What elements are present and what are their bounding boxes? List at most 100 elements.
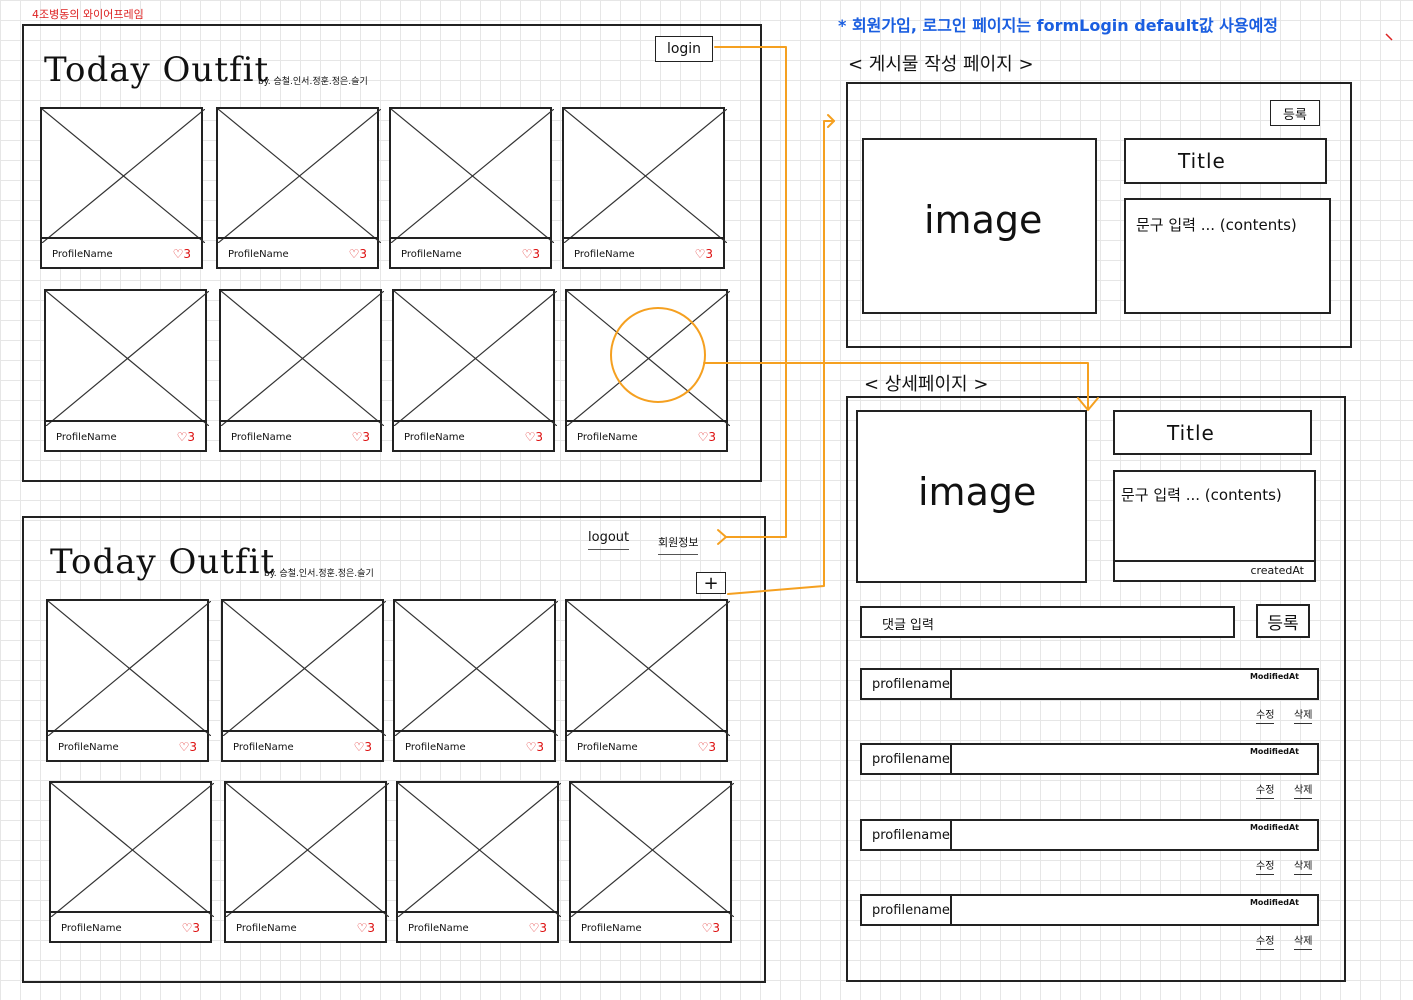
add-post-button[interactable]: +: [696, 572, 726, 594]
card-like-count[interactable]: ♡3: [697, 430, 716, 444]
comment-edit-button[interactable]: 수정: [1256, 781, 1275, 799]
card-like-count[interactable]: ♡3: [353, 740, 372, 754]
post-card[interactable]: ProfileName♡3: [389, 107, 554, 269]
comment-edit-button[interactable]: 수정: [1256, 857, 1275, 875]
logged-in-page-frame: [22, 516, 766, 983]
post-card[interactable]: ProfileName♡3: [216, 107, 381, 269]
card-profile-name: ProfileName: [61, 923, 122, 934]
write-register-button[interactable]: 등록: [1270, 100, 1320, 126]
card-like-count[interactable]: ♡3: [694, 247, 713, 261]
write-contents-label: 문구 입력 ... (contents): [1136, 216, 1297, 234]
card-like-count[interactable]: ♡3: [348, 247, 367, 261]
image-placeholder-icon: [571, 783, 734, 917]
comment-input[interactable]: 댓글 입력: [860, 606, 1235, 638]
comment-delete-button[interactable]: 삭제: [1294, 932, 1313, 950]
card-like-count[interactable]: ♡3: [524, 430, 543, 444]
image-placeholder-icon: [218, 109, 381, 243]
detail-page-heading: < 상세페이지 >: [864, 374, 989, 395]
image-placeholder-icon: [395, 601, 558, 736]
image-placeholder-icon: [394, 291, 557, 426]
detail-created-at-bar: createdAt: [1115, 560, 1314, 580]
card-footer: ProfileName♡3: [564, 237, 723, 267]
card-footer: ProfileName♡3: [391, 237, 550, 267]
card-like-count[interactable]: ♡3: [178, 740, 197, 754]
card-like-count[interactable]: ♡3: [528, 921, 547, 935]
card-footer: ProfileName♡3: [398, 911, 557, 941]
card-profile-name: ProfileName: [56, 432, 117, 443]
detail-image: image: [856, 410, 1087, 583]
write-image-upload[interactable]: image: [862, 138, 1097, 314]
card-profile-name: ProfileName: [52, 249, 113, 260]
comment-edit-button[interactable]: 수정: [1256, 932, 1275, 950]
post-card[interactable]: ProfileName ♡3: [40, 107, 205, 269]
image-placeholder-icon: [221, 291, 384, 426]
post-card[interactable]: ProfileName♡3: [565, 599, 730, 762]
card-like-count[interactable]: ♡3: [521, 247, 540, 261]
comment-delete-button[interactable]: 삭제: [1294, 857, 1313, 875]
card-like-count[interactable]: ♡3: [172, 247, 191, 261]
comment-input-placeholder: 댓글 입력: [882, 618, 934, 633]
logout-button[interactable]: logout: [588, 530, 630, 550]
stray-mark: [1385, 33, 1393, 41]
comment-delete-button[interactable]: 삭제: [1294, 706, 1313, 724]
card-like-count[interactable]: ♡3: [701, 921, 720, 935]
card-profile-name: ProfileName: [231, 432, 292, 443]
card-profile-name: ProfileName: [404, 432, 465, 443]
write-title-input[interactable]: Title: [1124, 138, 1327, 184]
comment-profile-name: profilename: [862, 821, 952, 849]
comment-delete-button[interactable]: 삭제: [1294, 781, 1313, 799]
comment-modified-at: ModifiedAt: [1249, 747, 1299, 756]
card-footer: ProfileName♡3: [395, 730, 554, 760]
post-card[interactable]: ProfileName ♡3: [219, 289, 384, 452]
card-like-count[interactable]: ♡3: [181, 921, 200, 935]
post-card[interactable]: ProfileName ♡3: [49, 781, 214, 943]
image-placeholder-icon: [42, 109, 205, 243]
post-card[interactable]: ProfileName♡3: [565, 289, 730, 452]
card-like-count[interactable]: ♡3: [697, 740, 716, 754]
card-like-count[interactable]: ♡3: [351, 430, 370, 444]
write-contents-input[interactable]: 문구 입력 ... (contents): [1124, 198, 1331, 314]
card-footer: ProfileName ♡3: [46, 420, 205, 450]
main-page-byline: by. 승철.인서.정훈.정은.슬기: [258, 77, 368, 87]
card-profile-name: ProfileName: [236, 923, 297, 934]
post-card[interactable]: ProfileName ♡3: [569, 781, 734, 943]
member-info-button[interactable]: 회원정보: [658, 534, 699, 555]
post-card[interactable]: ProfileName ♡3: [46, 599, 211, 762]
card-footer: ProfileName♡3: [567, 730, 726, 760]
post-card[interactable]: ProfileName♡3: [393, 599, 558, 762]
signup-login-note: * 회원가입, 로그인 페이지는 formLogin default값 사용예정: [838, 16, 1279, 35]
image-placeholder-icon: [391, 109, 554, 243]
card-profile-name: ProfileName: [581, 923, 642, 934]
detail-title-label: Title: [1167, 421, 1215, 445]
card-footer: ProfileName ♡3: [221, 420, 380, 450]
wireframe-team-note: 4조병동의 와이어프레임: [32, 8, 144, 21]
add-post-flow-arrowhead: [827, 114, 835, 128]
post-card[interactable]: ProfileName ♡3: [224, 781, 389, 943]
comment-edit-button[interactable]: 수정: [1256, 706, 1275, 724]
comment-modified-at: ModifiedAt: [1249, 672, 1299, 681]
card-like-count[interactable]: ♡3: [176, 430, 195, 444]
post-card[interactable]: ProfileName♡3: [562, 107, 727, 269]
login-button[interactable]: login: [655, 36, 713, 62]
post-card[interactable]: ProfileName♡3: [221, 599, 386, 762]
image-placeholder-icon: [398, 783, 561, 917]
card-footer: ProfileName ♡3: [226, 911, 385, 941]
detail-image-label: image: [918, 470, 1037, 514]
card-footer: ProfileName♡3: [567, 420, 726, 450]
card-like-count[interactable]: ♡3: [525, 740, 544, 754]
post-card[interactable]: ProfileName ♡3: [44, 289, 209, 452]
post-card[interactable]: ProfileName ♡3: [392, 289, 557, 452]
comment-register-button[interactable]: 등록: [1256, 604, 1310, 638]
logged-in-page-byline: by. 승철.인서.정훈.정은.슬기: [264, 569, 374, 579]
detail-contents-label: 문구 입력 ... (contents): [1121, 486, 1282, 504]
card-footer: ProfileName♡3: [218, 237, 377, 267]
card-like-count[interactable]: ♡3: [356, 921, 375, 935]
card-footer: ProfileName ♡3: [51, 911, 210, 941]
detail-contents: 문구 입력 ... (contents) createdAt: [1113, 470, 1316, 582]
card-profile-name: ProfileName: [58, 742, 119, 753]
post-card[interactable]: ProfileName♡3: [396, 781, 561, 943]
